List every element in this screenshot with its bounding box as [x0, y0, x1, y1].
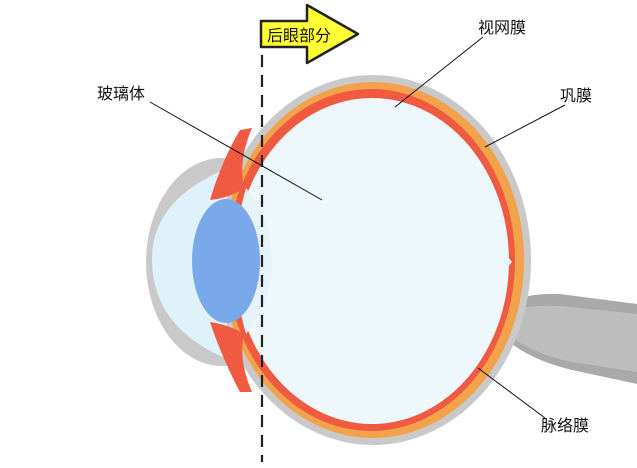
banner-posterior-segment: 后眼部分: [259, 3, 360, 65]
leader-line-vitreous: [149, 101, 323, 201]
vitreous-body: [235, 98, 509, 424]
label-vitreous: 玻璃体: [97, 84, 145, 103]
optic-nerve-inner: [492, 305, 637, 372]
leader-line-choroid: [477, 367, 546, 419]
leader-line-sclera: [484, 104, 566, 148]
arrow-right-icon: [259, 3, 360, 65]
label-choroid: 脉络膜: [541, 416, 589, 435]
lens: [192, 199, 260, 323]
iris-upper: [210, 128, 252, 200]
leader-line-retina: [394, 36, 484, 108]
iris-lower: [210, 322, 252, 392]
optic-disc: [504, 252, 512, 272]
label-retina: 视网膜: [478, 18, 526, 37]
label-sclera: 巩膜: [560, 86, 592, 105]
banner-label: 后眼部分: [267, 26, 331, 45]
